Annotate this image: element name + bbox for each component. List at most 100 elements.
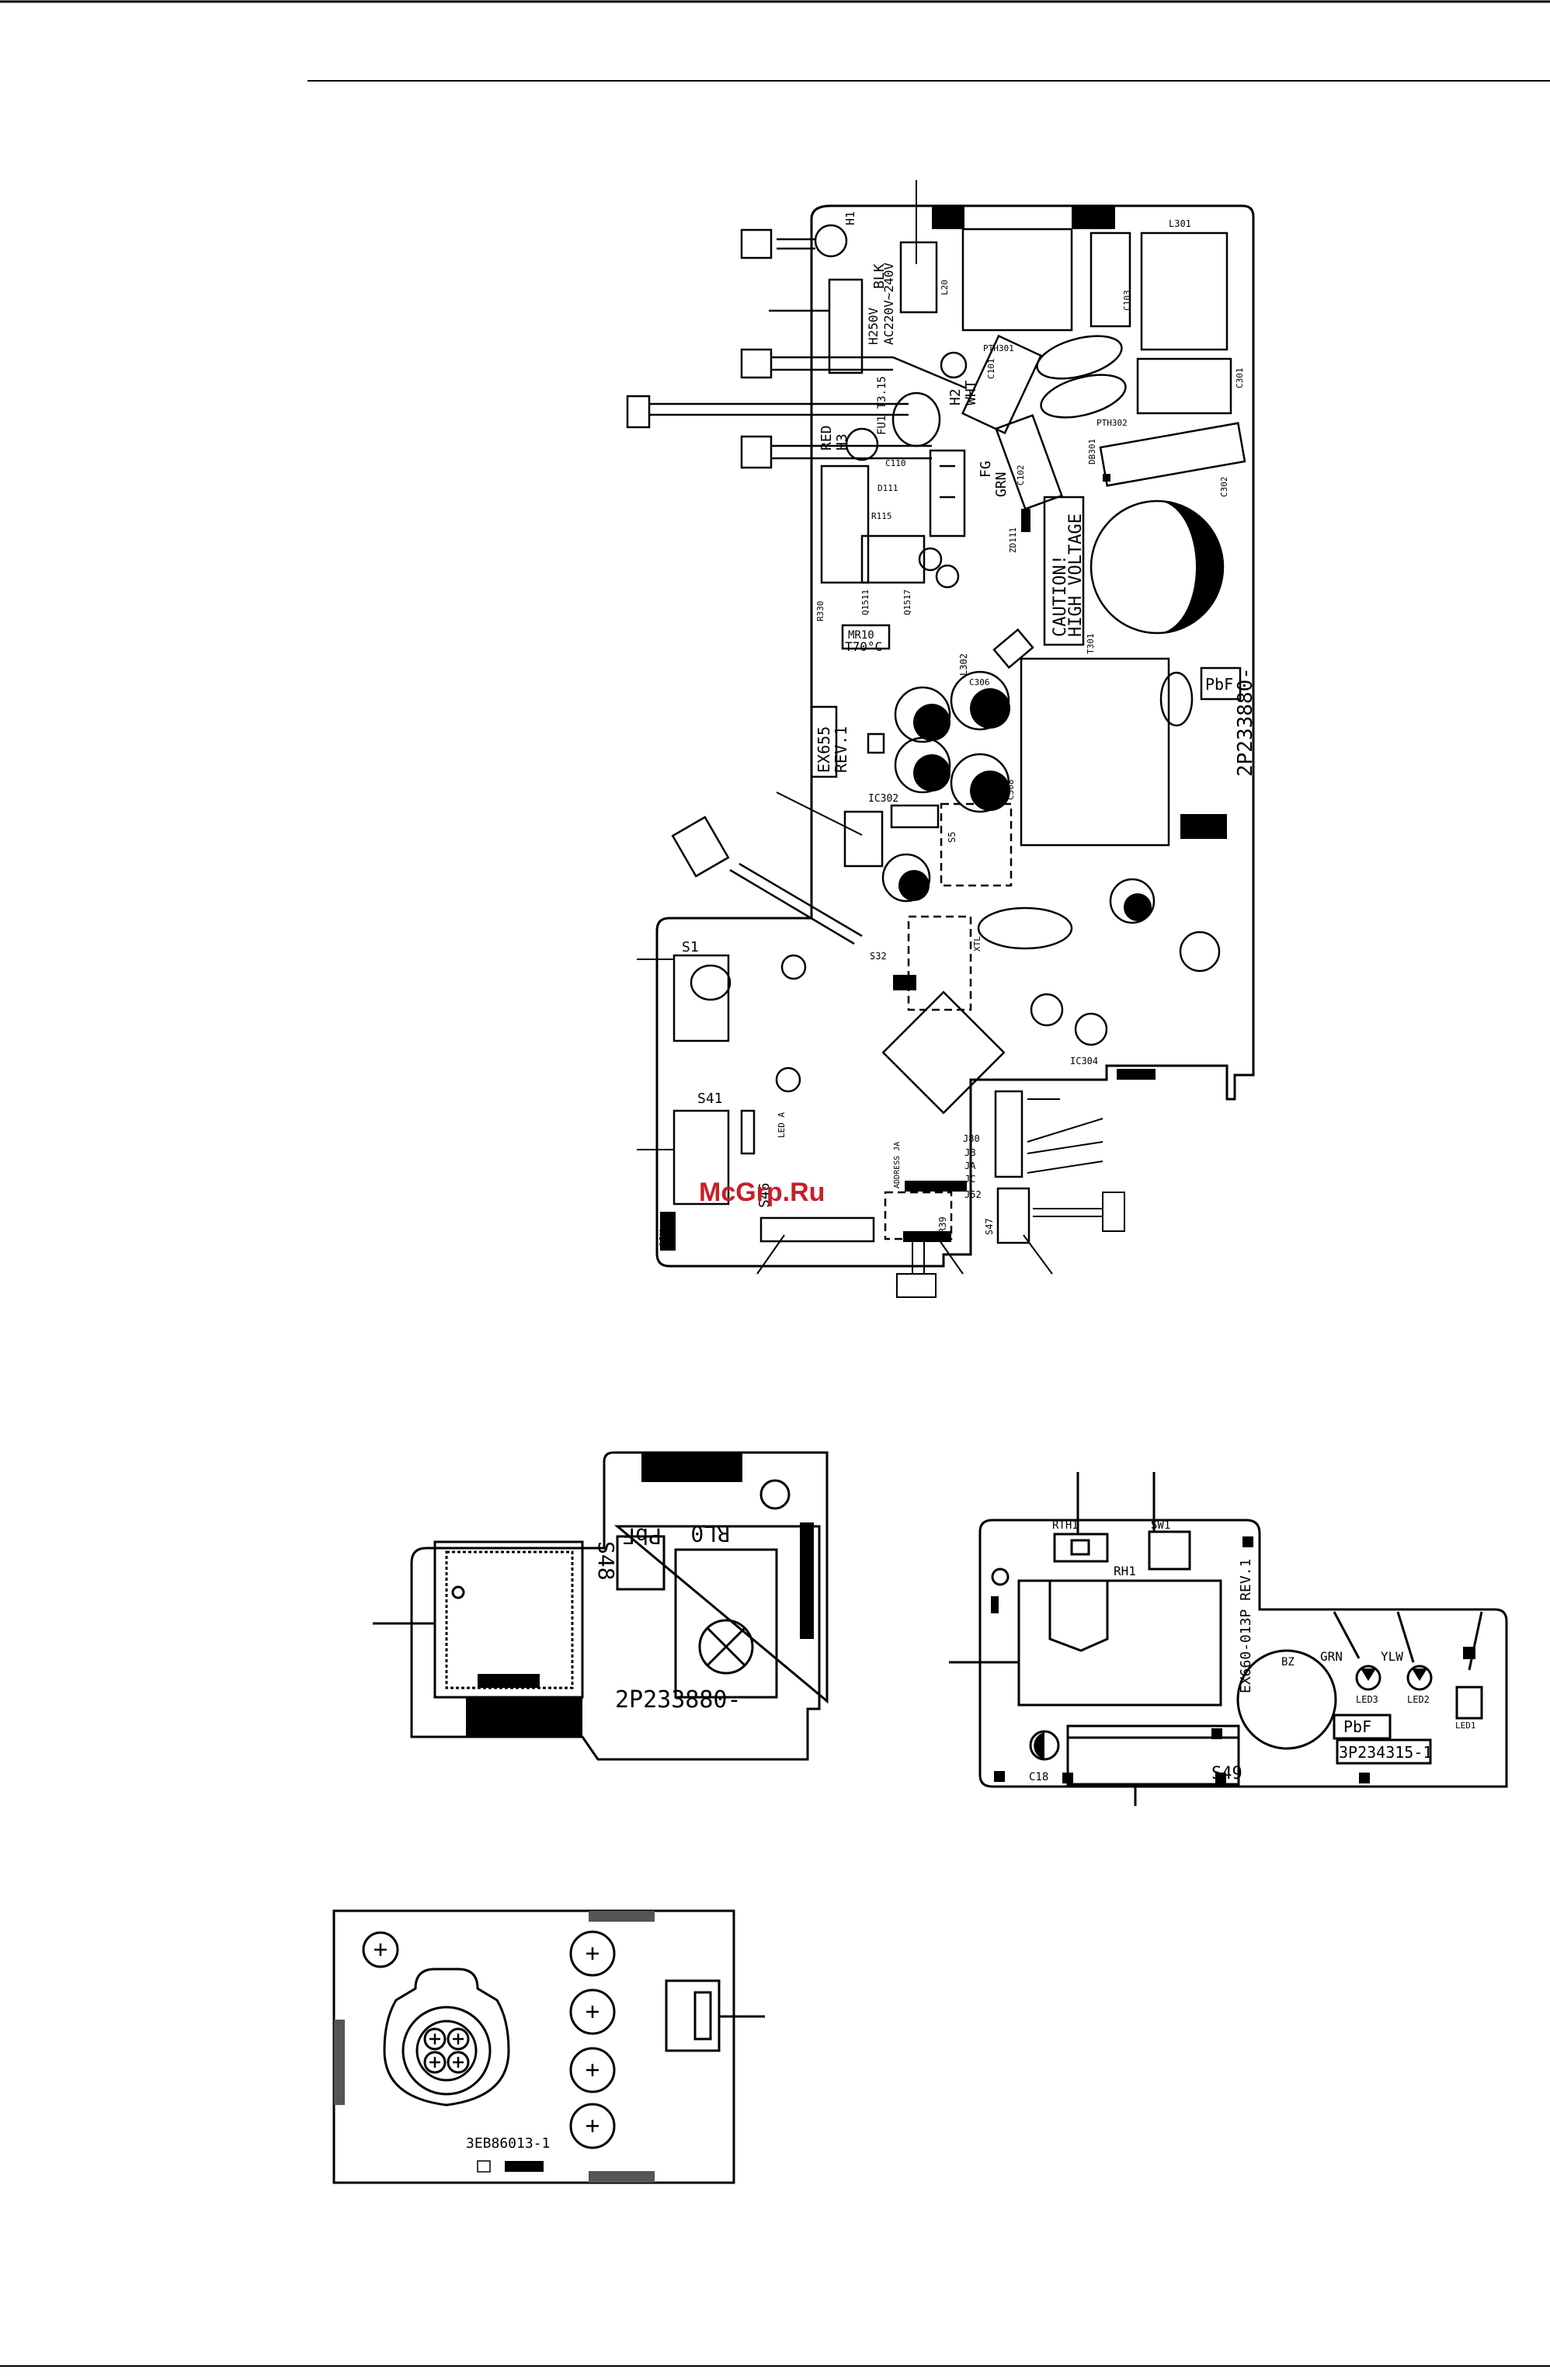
s41-connector — [672, 1109, 730, 1206]
label-led-a: LED A — [777, 1112, 787, 1138]
label-c302: C302 — [1219, 477, 1229, 498]
label-display-pbf: PbF — [1343, 1717, 1371, 1736]
label-s32: S32 — [870, 951, 887, 962]
c103-block — [961, 228, 1073, 332]
label-12v: 12V — [658, 1230, 669, 1247]
db301 — [1099, 422, 1246, 487]
label-address: ADDRESS JA — [893, 1142, 902, 1188]
s46-connector — [759, 1216, 875, 1243]
label-pbf: PbF — [1205, 675, 1233, 694]
receiver-plus-marks — [374, 1943, 599, 2132]
label-control-pbf: PbF — [622, 1523, 662, 1549]
label-board-no: 2P233880- — [1234, 667, 1257, 777]
sw1 — [1148, 1530, 1191, 1571]
label-red: RED — [818, 425, 835, 451]
label-r115: R115 — [871, 511, 892, 521]
label-c306: C306 — [969, 677, 990, 687]
label-led3: LED3 — [1356, 1694, 1378, 1705]
ic302 — [890, 804, 940, 829]
label-c101: C101 — [986, 359, 996, 380]
label-temp: T70°C — [845, 639, 882, 654]
label-pth302: PTH302 — [1096, 418, 1128, 428]
label-blk: BLK — [871, 263, 888, 289]
label-c103: C103 — [1122, 291, 1132, 311]
label-j52: J52 — [964, 1189, 982, 1200]
label-ic302: IC302 — [868, 793, 898, 805]
l301 — [1140, 231, 1229, 351]
label-jc: JC — [964, 1174, 975, 1185]
label-fuse-voltage: AC220V~240V — [881, 263, 896, 345]
display-board-dark — [991, 1536, 1475, 1783]
main-pcb-tabs — [660, 206, 1156, 1251]
control-board — [373, 1451, 829, 1761]
receiver-board-text: 3EB86013-1 — [466, 2135, 550, 2173]
fg-connector-box — [740, 435, 773, 469]
label-ja: JA — [964, 1160, 976, 1171]
receiver-lens-mount — [383, 1968, 510, 2107]
s1-connector — [672, 954, 730, 1042]
label-r39: R39 — [937, 1216, 948, 1233]
label-s5: S5 — [947, 832, 957, 843]
label-high-voltage: HIGH VOLTAGE — [1066, 513, 1086, 637]
s49-connector — [1066, 1724, 1240, 1786]
label-rth1: RTH1 — [1052, 1519, 1079, 1532]
buzzer — [1236, 1649, 1337, 1750]
label-fuse-ref: FU1 T3.15 — [876, 376, 888, 435]
h3-connector-box — [626, 395, 651, 429]
label-grn: GRN — [1320, 1649, 1343, 1664]
h1-terminal — [814, 224, 848, 258]
label-led2: LED2 — [1407, 1694, 1430, 1705]
label-h2: H2 — [947, 388, 964, 405]
mcu — [881, 990, 1006, 1115]
label-zd111: ZD111 — [1008, 527, 1018, 553]
label-ylw: YLW — [1381, 1649, 1403, 1664]
label-d111: D111 — [878, 483, 898, 493]
rth1 — [1053, 1533, 1109, 1563]
label-l302: L302 — [958, 653, 969, 676]
label-led1: LED1 — [1455, 1721, 1476, 1731]
label-fg: FG — [978, 461, 994, 478]
label-l301: L301 — [1169, 218, 1191, 229]
label-t301: T301 — [1086, 634, 1096, 655]
main-pcb-outline — [655, 204, 1255, 1268]
main-pcb-text: H1 BLK H250V AC220V~240V FU1 T3.15 H2 WH… — [658, 211, 1257, 1247]
s47-lead-box — [1102, 1192, 1125, 1232]
label-h1: H1 — [843, 211, 857, 225]
display-board — [949, 1472, 1508, 1806]
label-c110: C110 — [885, 458, 906, 468]
h3-terminal — [845, 427, 879, 461]
display-board-text: RTH1 SW1 RH1 EX660-013P REV.1 BZ GRN YLW… — [1029, 1519, 1476, 1783]
control-board-outline — [410, 1451, 829, 1761]
receiver-board-hatch — [334, 1911, 655, 2183]
label-c301: C301 — [1235, 368, 1245, 389]
s46-lead-box — [896, 1273, 937, 1298]
label-display-board-no: 3P234315-1 — [1339, 1743, 1432, 1762]
c301 — [1136, 357, 1232, 415]
label-model: EX655 — [815, 726, 833, 773]
label-s1: S1 — [682, 939, 699, 955]
label-q1511: Q1511 — [860, 590, 871, 615]
c302-polarity-fill — [1157, 501, 1223, 633]
label-ic304: IC304 — [1070, 1056, 1098, 1066]
label-caution: CAUTION! — [1051, 555, 1070, 637]
display-board-outline — [978, 1519, 1508, 1788]
label-s47: S47 — [984, 1218, 995, 1235]
s47-connector — [996, 1187, 1030, 1244]
control-board-text: RL0 S48 PbF 2P233880- — [593, 1521, 742, 1714]
label-pth301: PTH301 — [983, 343, 1014, 353]
h1-connector-box — [740, 228, 773, 259]
thermistor-probe — [671, 816, 730, 878]
control-board-dark — [466, 1453, 814, 1736]
h2-connector-box — [740, 348, 773, 379]
t301 — [1020, 657, 1170, 847]
rh1 — [1017, 1579, 1222, 1707]
label-sw1: SW1 — [1151, 1519, 1170, 1532]
label-s41: S41 — [697, 1091, 723, 1107]
label-xtl: XTL — [972, 936, 982, 952]
label-r330: R330 — [815, 601, 825, 622]
label-rl0: RL0 — [690, 1521, 730, 1547]
label-mr10: MR10 — [848, 629, 874, 642]
l20 — [899, 241, 938, 314]
label-s48: S48 — [593, 1541, 619, 1581]
